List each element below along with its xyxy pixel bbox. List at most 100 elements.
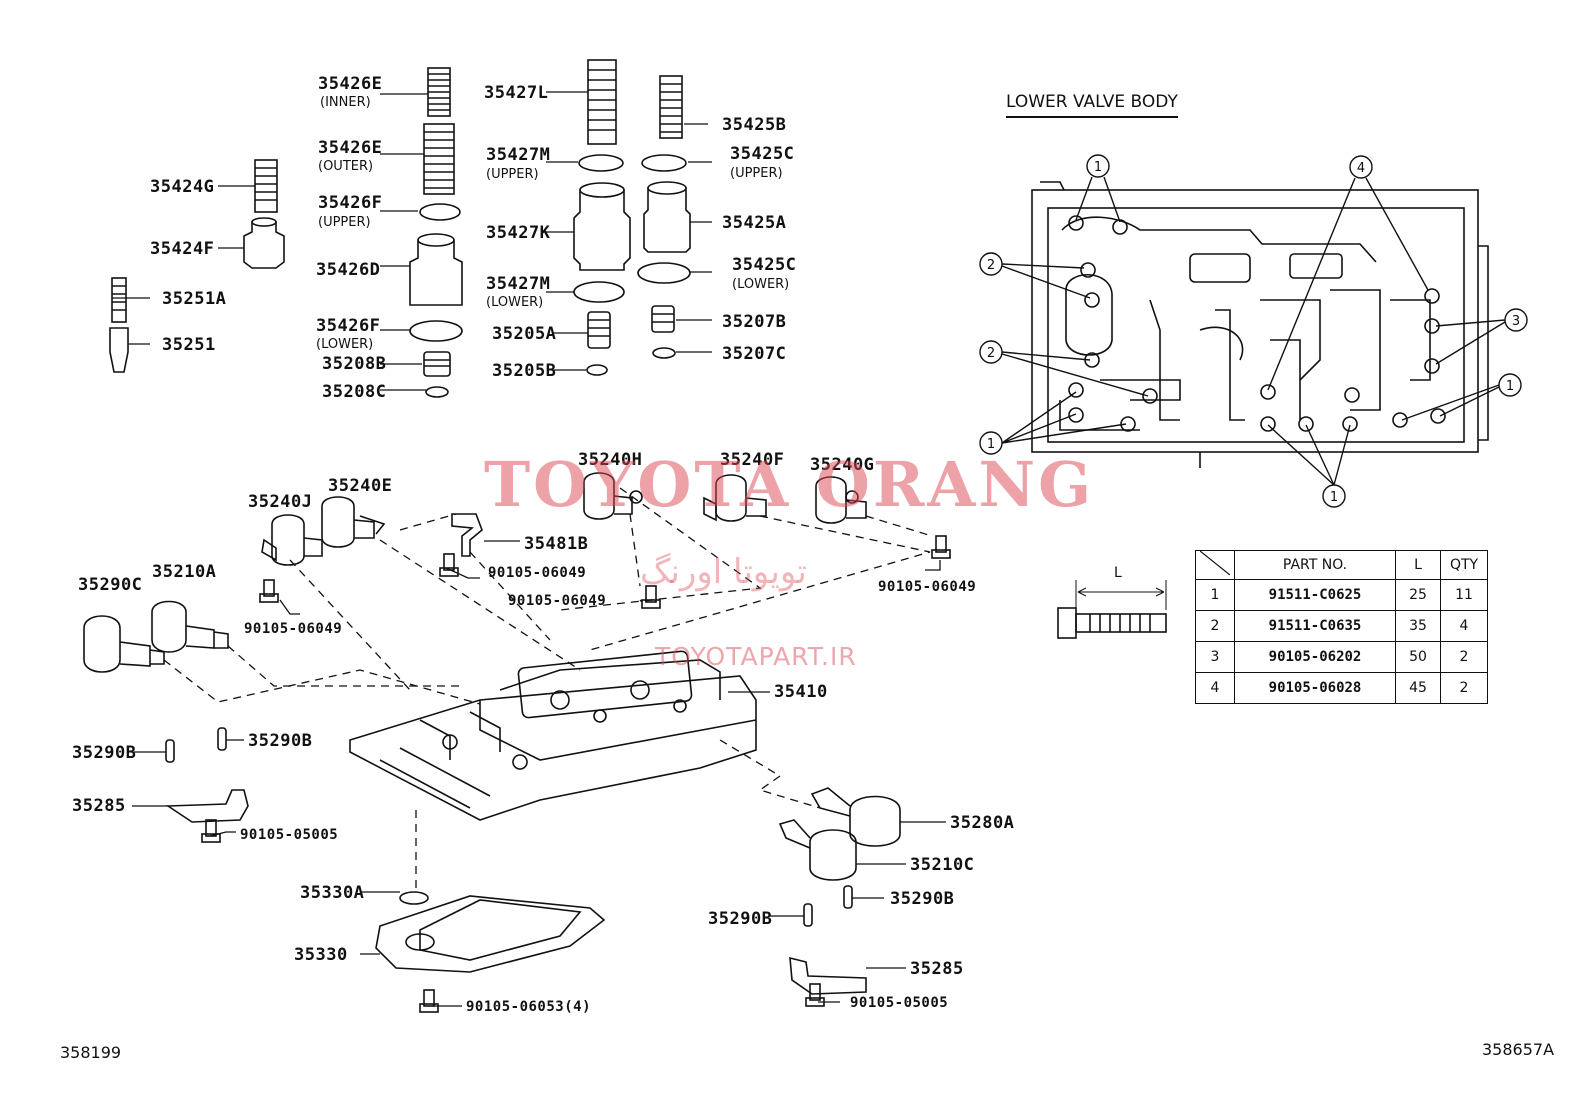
pin-35290B-b [217,727,227,751]
row-number: 3 [1195,641,1235,673]
row-number: 2 [1195,610,1235,642]
note-upper-c: (UPPER) [730,166,783,181]
spring-35427L [587,59,617,145]
label-bolt-d: 90105-06049 [244,621,343,637]
leader-lines-lower [132,540,946,1007]
label-35426F-lower: 35426F [316,316,381,336]
label-35425B: 35425B [722,115,787,135]
watermark-persian: تویوتا اورنگ [640,552,807,592]
note-lower-b: (LOWER) [486,295,544,310]
footer-right-code: 358657A [1482,1040,1555,1059]
row-length: 35 [1395,610,1441,642]
label-35240J: 35240J [248,492,313,512]
solenoid-35280A [810,787,901,847]
oring-35427M-upper [578,154,624,172]
label-bolt-a: 90105-06049 [488,565,587,581]
plug-35208B [423,351,451,377]
label-bolt-f: 90105-06053(4) [466,999,592,1015]
lower-valve-body-drawing [1031,181,1489,468]
row-length: 25 [1395,579,1441,611]
row-number: 1 [1195,579,1235,611]
label-35240H: 35240H [578,450,643,470]
spring-35426E-outer [423,123,455,195]
callout-markers [979,154,1528,508]
pin-35290B-c [803,903,813,927]
label-bolt-c: 90105-06049 [878,579,977,595]
table-row: 4 90105-06028 45 2 [1195,672,1488,704]
table-header-row: PART NO. L QTY [1195,550,1488,580]
solenoid-35240G [815,476,867,524]
label-35240E: 35240E [328,476,393,496]
note-lower-a: (LOWER) [316,337,374,352]
label-35210A: 35210A [152,562,217,582]
label-35425C-upper: 35425C [730,144,795,164]
label-35207C: 35207C [722,344,787,364]
spring-35424G [254,159,278,213]
row-qty: 11 [1440,579,1488,611]
svg-text:1: 1 [1330,490,1338,505]
oil-strainer-35330 [375,895,606,973]
row-length: 50 [1395,641,1441,673]
pin-35290B-a [165,739,175,763]
svg-text:2: 2 [987,346,995,361]
label-35427L: 35427L [484,83,549,103]
bracket-35285-a [165,789,249,823]
oring-35425C-upper [641,154,687,172]
label-35285-b: 35285 [910,959,964,979]
sleeve-35425A [643,181,691,253]
clip-35208C [425,386,449,398]
valve-body-35410 [349,650,757,821]
label-35280A: 35280A [950,813,1015,833]
label-35425C-lower: 35425C [732,255,797,275]
label-35427K: 35427K [486,223,551,243]
row-length: 45 [1395,672,1441,704]
svg-text:1: 1 [987,437,995,452]
row-qty: 2 [1440,672,1488,704]
oring-35425C-lower [637,262,691,284]
watermark-brand: TOYOTA ORANG [484,448,1095,521]
sleeve-35426D [409,233,463,306]
label-35290B-b: 35290B [248,731,313,751]
label-35426F-upper: 35426F [318,193,383,213]
bolt-icons [201,535,951,1013]
bolt-spec-table: PART NO. L QTY 1 91511-C0625 25 11 2 915… [1195,550,1488,704]
label-35240F: 35240F [720,450,785,470]
header-length: L [1395,550,1441,580]
label-35330A: 35330A [300,883,365,903]
row-part-no: 90105-06028 [1234,672,1396,704]
row-number: 4 [1195,672,1235,704]
header-corner-cell [1195,550,1235,580]
spring-35426E-inner [427,67,451,117]
note-upper-b: (UPPER) [486,167,539,182]
footer-left-code: 358199 [60,1043,122,1062]
pin-35290B-d [843,885,853,909]
svg-text:2: 2 [987,258,995,273]
svg-text:3: 3 [1512,314,1520,329]
row-qty: 4 [1440,610,1488,642]
watermark-site: TOYOTAPART.IR [655,642,857,671]
label-bolt-e: 90105-05005 [240,827,339,843]
clip-35205B [586,364,608,376]
row-part-no: 91511-C0635 [1234,610,1396,642]
note-inner: (INNER) [320,95,371,110]
plug-35424F [243,217,285,269]
svg-text:4: 4 [1357,161,1365,176]
clip-35207C [652,347,676,359]
oring-35330A [399,891,429,905]
dashed-assembly-lines [163,487,933,888]
label-35208C: 35208C [322,382,387,402]
solenoid-35210C [778,819,857,881]
label-35207B: 35207B [722,312,787,332]
note-outer: (OUTER) [318,159,374,174]
sleeve-35427K [573,182,631,271]
svg-text:1: 1 [1094,160,1102,175]
label-35240G: 35240G [810,455,875,475]
label-35425A: 35425A [722,213,787,233]
table-row: 1 91511-C0625 25 11 [1195,579,1488,611]
label-35330: 35330 [294,945,348,965]
row-qty: 2 [1440,641,1488,673]
label-35427M-upper: 35427M [486,145,551,165]
plug-35207B [651,305,675,333]
label-35290B-a: 35290B [72,743,137,763]
